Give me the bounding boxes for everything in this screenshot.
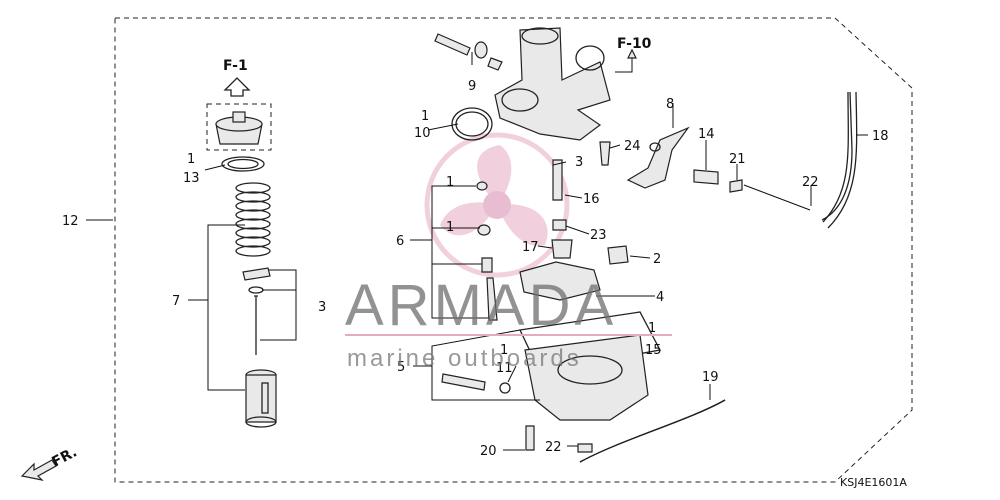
main-jet-holder <box>551 159 573 259</box>
tube-clip-22 <box>577 443 593 453</box>
bowl-o-ring <box>499 382 511 394</box>
up-arrow-icon <box>223 77 251 97</box>
callout-3-right: 3 <box>575 155 583 170</box>
callout-21: 21 <box>729 152 746 167</box>
callout-3-left: 3 <box>318 300 326 315</box>
float <box>519 261 601 301</box>
callout-20: 20 <box>480 444 497 459</box>
choke-link <box>693 169 719 185</box>
callout-19: 19 <box>702 370 719 385</box>
diagram-code: KSJ4E1601A <box>840 476 907 489</box>
callout-4: 4 <box>656 290 664 305</box>
callout-1-mid: 1 <box>446 220 454 235</box>
callout-1-drain: 1 <box>500 343 508 358</box>
drain-bolt-20 <box>525 425 535 451</box>
callout-5: 5 <box>397 360 405 375</box>
f10-arrow-icon <box>615 56 633 73</box>
drain-tube-19 <box>579 399 726 463</box>
ref-f10-label: F-10 <box>617 36 652 52</box>
callout-16: 16 <box>583 192 600 207</box>
callout-17: 17 <box>522 240 539 255</box>
callout-1-upper: 1 <box>446 175 454 190</box>
air-screw <box>434 33 503 71</box>
callout-18: 18 <box>872 129 889 144</box>
callout-8: 8 <box>666 97 674 112</box>
callout-2: 2 <box>653 252 661 267</box>
carburetor-body-top <box>494 27 611 141</box>
callout-12: 12 <box>62 214 79 229</box>
front-arrow-icon <box>20 459 57 481</box>
watermark-tagline: marine outboards <box>347 345 582 372</box>
callout-23: 23 <box>590 228 607 243</box>
front-direction-label: FR. <box>49 444 79 470</box>
callout-1-body: 1 <box>421 109 429 124</box>
ref-f1-label: F-1 <box>223 58 248 74</box>
choke-plunger <box>599 141 611 166</box>
callout-14: 14 <box>698 127 715 142</box>
needle-clip <box>242 267 271 294</box>
jet-needle <box>254 295 258 355</box>
throttle-slide <box>245 369 277 428</box>
watermark-brand: ARMADA <box>345 273 617 338</box>
choke-lever <box>626 126 690 189</box>
assembly-boundary <box>114 17 913 483</box>
choke-screw <box>729 179 743 193</box>
callout-1-gasket: 1 <box>648 321 656 336</box>
cap-o-ring <box>221 156 265 172</box>
callout-11: 11 <box>496 361 513 376</box>
watermark-logo-icon <box>424 132 570 278</box>
throttle-spring <box>235 182 271 257</box>
callout-10: 10 <box>414 126 431 141</box>
callout-22-top: 22 <box>802 175 819 190</box>
callout-24: 24 <box>624 139 641 154</box>
callout-13: 13 <box>183 171 200 186</box>
pilot-screw-and-jets <box>476 181 498 321</box>
callout-9: 9 <box>468 79 476 94</box>
carburetor-top-cap <box>206 103 272 151</box>
callout-22-bottom: 22 <box>545 440 562 455</box>
callout-7: 7 <box>172 294 180 309</box>
float-valve <box>607 245 629 265</box>
callout-6: 6 <box>396 234 404 249</box>
callout-1-cap: 1 <box>187 152 195 167</box>
vent-tube-18 <box>821 91 858 229</box>
callout-15: 15 <box>645 343 662 358</box>
drain-screw <box>441 373 486 391</box>
